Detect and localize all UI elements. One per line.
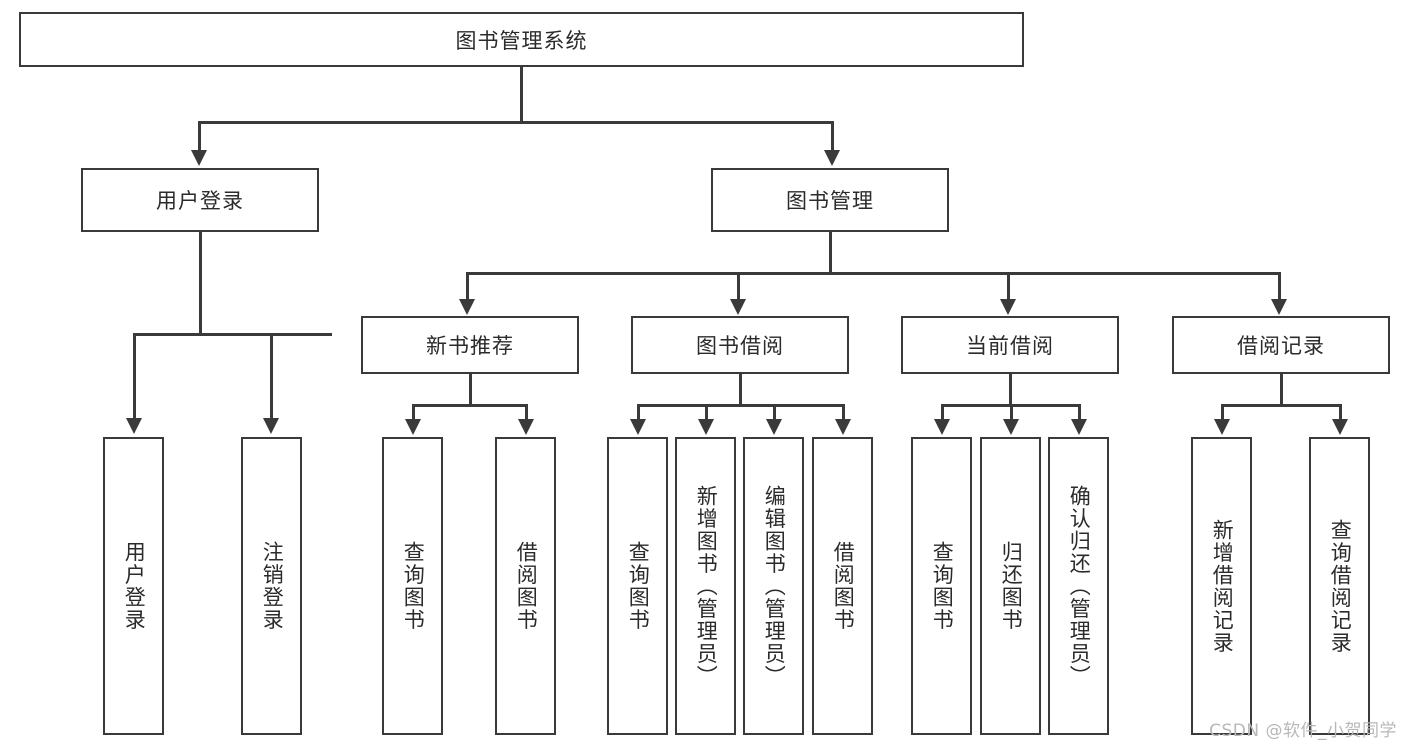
edge-book-borrow-bar	[637, 404, 844, 407]
edge-borrow-record-bar	[1221, 404, 1341, 407]
node-book-management[interactable]: 图书管理	[711, 168, 949, 232]
arrow-book-borrow-to-leaf-2	[698, 419, 714, 435]
edge-new-book-to-leaf-2	[525, 404, 528, 422]
node-user-login[interactable]: 用户登录	[81, 168, 319, 232]
node-book-management-label: 图书管理	[786, 189, 874, 213]
edge-current-borrow-to-leaf-1	[941, 404, 944, 422]
edge-borrow-record-stem	[1280, 374, 1283, 406]
edge-book-borrow-to-leaf-3	[773, 404, 776, 422]
leaf-borrow-book-1[interactable]: 借阅图书	[495, 437, 556, 735]
arrow-bm-to-new-book	[459, 299, 475, 315]
arrow-new-book-to-leaf-1	[405, 419, 421, 435]
leaf-borrow-book-2-label: 借阅图书	[831, 541, 856, 631]
leaf-borrow-book-1-label: 借阅图书	[514, 541, 539, 631]
edge-borrow-record-to-leaf-1	[1221, 404, 1224, 422]
arrow-new-book-to-leaf-2	[518, 419, 534, 435]
arrow-borrow-record-to-leaf-2	[1332, 419, 1348, 435]
edge-new-book-to-leaf-1	[412, 404, 415, 422]
node-borrow-record-label: 借阅记录	[1237, 334, 1325, 358]
leaf-edit-book[interactable]: 编辑图书（管理员）	[743, 437, 804, 735]
edge-user-login-to-leaf-1	[133, 333, 136, 421]
arrow-book-borrow-to-leaf-3	[766, 419, 782, 435]
node-book-borrow-label: 图书借阅	[696, 334, 784, 358]
leaf-query-book-1[interactable]: 查询图书	[382, 437, 443, 735]
edge-root-stem	[520, 67, 523, 123]
leaf-query-record-label: 查询借阅记录	[1328, 518, 1353, 654]
arrow-root-to-book-management	[824, 150, 840, 166]
arrow-current-borrow-to-leaf-1	[934, 419, 950, 435]
edge-borrow-record-to-leaf-2	[1339, 404, 1342, 422]
leaf-confirm-return-label: 确认归还（管理员）	[1067, 484, 1092, 688]
leaf-return-book-label: 归还图书	[999, 541, 1024, 631]
leaf-query-book-3[interactable]: 查询图书	[911, 437, 972, 735]
arrow-bm-to-current-borrow	[1000, 299, 1016, 315]
edge-current-borrow-to-leaf-3	[1078, 404, 1081, 422]
edge-new-book-stem	[469, 374, 472, 406]
edge-new-book-bar	[412, 404, 527, 407]
leaf-edit-book-label: 编辑图书（管理员）	[762, 484, 787, 688]
leaf-add-record-label: 新增借阅记录	[1210, 518, 1235, 654]
node-root-label: 图书管理系统	[455, 28, 588, 53]
arrow-user-login-to-leaf-1	[126, 418, 142, 434]
edge-user-login-bar	[133, 333, 332, 336]
edge-book-borrow-to-leaf-4	[842, 404, 845, 422]
edge-root-bar	[198, 121, 833, 124]
leaf-add-book[interactable]: 新增图书（管理员）	[675, 437, 736, 735]
node-root[interactable]: 图书管理系统	[19, 12, 1024, 67]
arrow-user-login-to-leaf-2	[263, 418, 279, 434]
edge-current-borrow-stem	[1009, 374, 1012, 406]
arrow-bm-to-book-borrow	[730, 299, 746, 315]
leaf-confirm-return[interactable]: 确认归还（管理员）	[1048, 437, 1109, 735]
edge-bm-to-new-book	[466, 272, 469, 304]
node-borrow-record[interactable]: 借阅记录	[1172, 316, 1390, 374]
leaf-query-book-1-label: 查询图书	[401, 541, 426, 631]
edge-book-borrow-to-leaf-1	[637, 404, 640, 422]
node-user-login-label: 用户登录	[156, 189, 244, 213]
leaf-query-book-2-label: 查询图书	[626, 541, 651, 631]
leaf-user-login[interactable]: 用户登录	[103, 437, 164, 735]
edge-user-login-to-leaf-2	[270, 333, 273, 421]
leaf-query-book-3-label: 查询图书	[930, 541, 955, 631]
edge-root-to-book-management	[831, 121, 834, 153]
node-new-book-recommend[interactable]: 新书推荐	[361, 316, 579, 374]
node-current-borrow-label: 当前借阅	[966, 334, 1054, 358]
arrow-current-borrow-to-leaf-2	[1003, 419, 1019, 435]
arrow-book-borrow-to-leaf-1	[630, 419, 646, 435]
leaf-query-record[interactable]: 查询借阅记录	[1309, 437, 1370, 735]
edge-current-borrow-to-leaf-2	[1010, 404, 1013, 422]
leaf-borrow-book-2[interactable]: 借阅图书	[812, 437, 873, 735]
edge-book-management-stem	[829, 232, 832, 274]
node-book-borrow[interactable]: 图书借阅	[631, 316, 849, 374]
leaf-logout[interactable]: 注销登录	[241, 437, 302, 735]
edge-bm-to-borrow-record	[1278, 272, 1281, 304]
node-new-book-recommend-label: 新书推荐	[426, 334, 514, 358]
edge-user-login-stem	[199, 232, 202, 335]
arrow-book-borrow-to-leaf-4	[835, 419, 851, 435]
leaf-add-record[interactable]: 新增借阅记录	[1191, 437, 1252, 735]
edge-bm-to-current-borrow	[1007, 272, 1010, 304]
leaf-add-book-label: 新增图书（管理员）	[694, 484, 719, 688]
arrow-current-borrow-to-leaf-3	[1071, 419, 1087, 435]
edge-bm-to-book-borrow	[737, 272, 740, 304]
edge-book-management-bar	[466, 272, 1280, 275]
leaf-user-login-label: 用户登录	[122, 541, 147, 631]
leaf-return-book[interactable]: 归还图书	[980, 437, 1041, 735]
arrow-borrow-record-to-leaf-1	[1214, 419, 1230, 435]
watermark: CSDN @软件_小贺同学	[1209, 721, 1397, 741]
node-current-borrow[interactable]: 当前借阅	[901, 316, 1119, 374]
arrow-bm-to-borrow-record	[1271, 299, 1287, 315]
edge-book-borrow-to-leaf-2	[705, 404, 708, 422]
edge-book-borrow-stem	[739, 374, 742, 406]
edge-root-to-user-login	[198, 121, 201, 153]
leaf-query-book-2[interactable]: 查询图书	[607, 437, 668, 735]
arrow-root-to-user-login	[191, 150, 207, 166]
leaf-logout-label: 注销登录	[260, 541, 285, 631]
